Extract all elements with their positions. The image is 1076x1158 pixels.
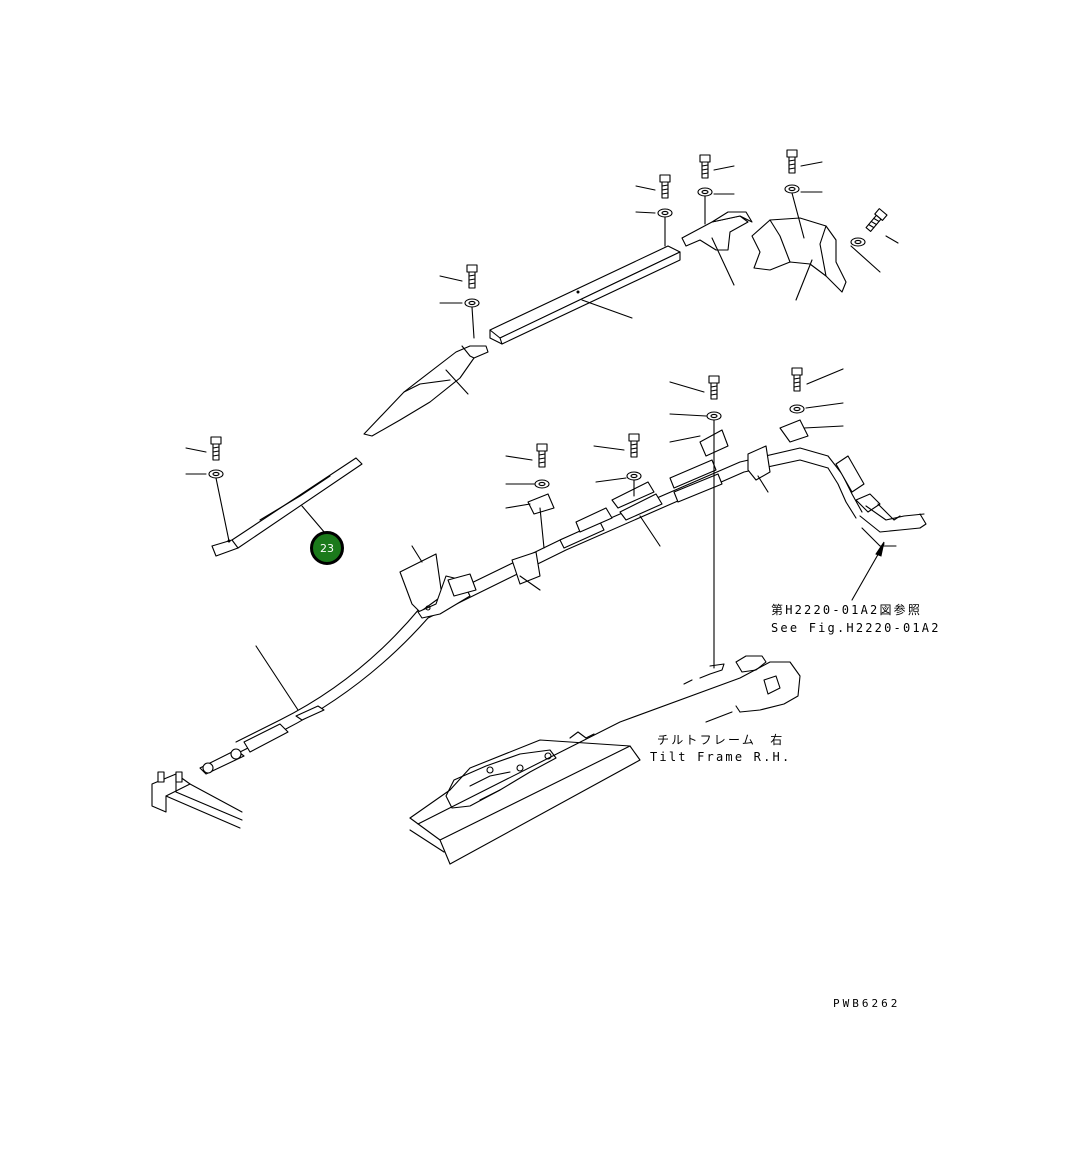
strap-plate-23: [185, 436, 363, 557]
see-fig-label-en: See Fig.H2220-01A2: [771, 621, 941, 635]
upper-guard-assembly: [363, 211, 881, 437]
lower-fasteners: [505, 367, 844, 669]
callout-23[interactable]: 23: [310, 531, 344, 565]
upper-fasteners: [439, 149, 899, 339]
see-fig-label-jp: 第H2220-01A2図参照: [771, 603, 923, 617]
tilt-frame-label-jp: チルトフレーム 右: [657, 733, 785, 747]
callout-23-number: 23: [320, 541, 334, 555]
tilt-frame: [409, 655, 801, 865]
see-fig-arrow: [851, 541, 885, 601]
main-piping: [151, 419, 927, 829]
drawing-code: PWB6262: [833, 997, 901, 1010]
tilt-frame-label-en: Tilt Frame R.H.: [650, 750, 792, 764]
